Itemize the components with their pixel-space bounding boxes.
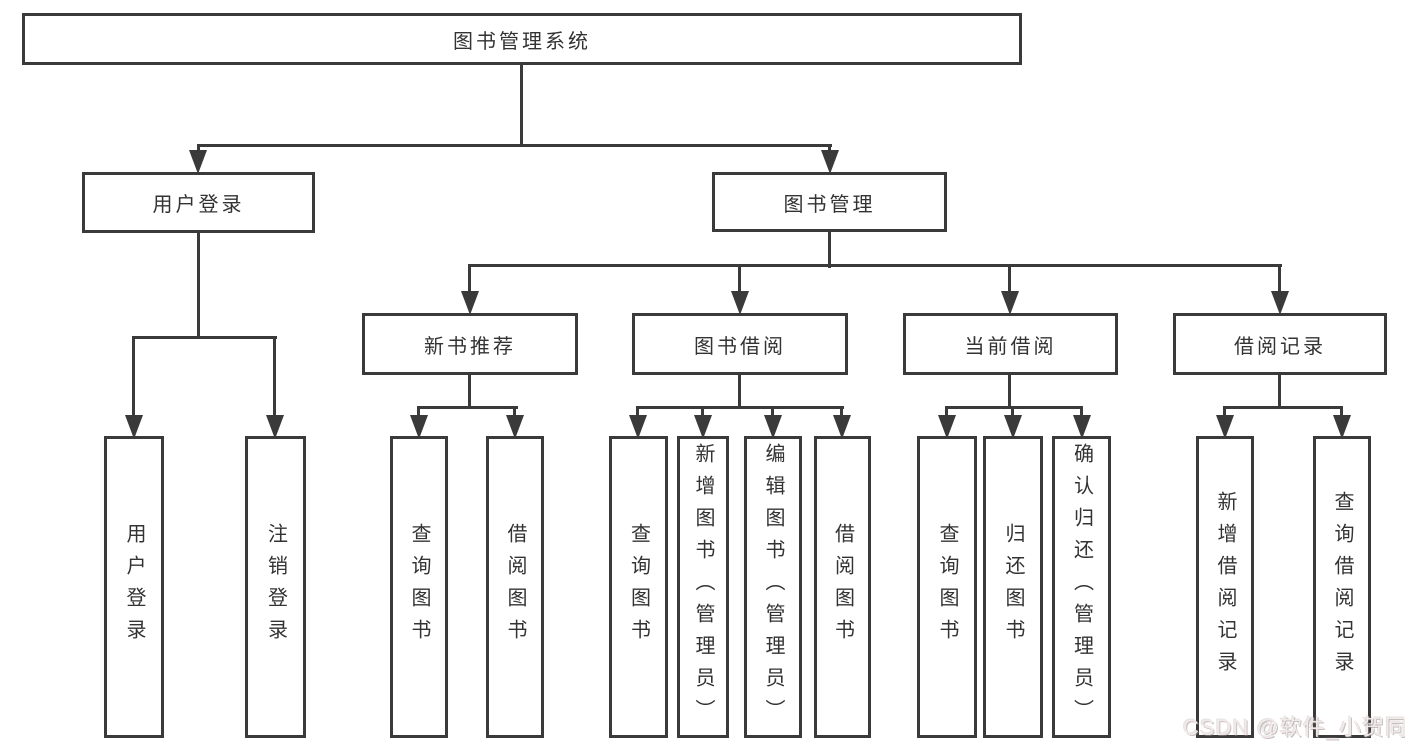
connector-line [738, 375, 741, 409]
root-node-book-management-system: 图书管理系统 [22, 13, 1022, 65]
node-label: 用户登录 [123, 523, 145, 651]
connector-line [1340, 406, 1343, 420]
connector-line [468, 375, 471, 409]
connector-line [828, 232, 831, 268]
connector-line [468, 264, 471, 296]
connector-line [771, 406, 774, 420]
connector-line [132, 336, 277, 339]
arrow-down-icon [506, 415, 524, 439]
arrow-down-icon [694, 415, 712, 439]
connector-line [417, 406, 420, 420]
connector-line [636, 406, 639, 420]
connector-line [1223, 406, 1343, 409]
arrow-down-icon [764, 415, 782, 439]
arrow-down-icon [461, 291, 479, 315]
node-label: 注销登录 [264, 523, 287, 651]
leaf-node-confirm-return-admin: 确认归还（管理员） [1052, 436, 1111, 738]
connector-line [945, 406, 1083, 409]
node-label: 新增借阅记录 [1214, 491, 1236, 683]
leaf-node-return-books: 归还图书 [983, 436, 1043, 738]
connector-line [1008, 375, 1011, 409]
csdn-watermark: CSDN @软件_小贺同学 [1183, 715, 1405, 740]
leaf-node-query-books: 查询图书 [917, 436, 977, 738]
node-label: 查询图书 [408, 523, 430, 651]
leaf-node-query-books: 查询图书 [609, 436, 668, 738]
node-new-book-recommendation: 新书推荐 [362, 313, 578, 375]
connector-line [520, 65, 523, 147]
node-label: 借阅图书 [504, 523, 526, 651]
node-label: 查询图书 [627, 523, 650, 651]
connector-line [417, 406, 518, 409]
arrow-down-icon [189, 150, 207, 174]
connector-line [1278, 375, 1281, 409]
connector-line [273, 336, 276, 420]
arrow-down-icon [1004, 415, 1022, 439]
node-borrowing-records: 借阅记录 [1173, 313, 1387, 375]
node-label: 图书管理 [783, 193, 876, 216]
arrow-down-icon [833, 415, 851, 439]
node-label: 查询图书 [936, 523, 958, 651]
node-label: 查询借阅记录 [1331, 491, 1353, 683]
connector-line [1223, 406, 1226, 420]
leaf-node-user-login: 用户登录 [104, 436, 164, 738]
connector-line [738, 264, 741, 296]
connector-line [132, 336, 135, 420]
node-label: 借阅图书 [831, 523, 854, 651]
leaf-node-add-borrow-record: 新增借阅记录 [1196, 436, 1254, 738]
arrow-down-icon [1216, 415, 1234, 439]
node-book-borrowing: 图书借阅 [632, 313, 848, 375]
node-label: 编辑图书（管理员） [762, 443, 784, 731]
arrow-down-icon [629, 415, 647, 439]
connector-line [468, 264, 1282, 267]
leaf-node-logout: 注销登录 [245, 436, 306, 738]
connector-line [1011, 406, 1014, 420]
leaf-node-query-books: 查询图书 [390, 436, 448, 738]
arrow-down-icon [1271, 291, 1289, 315]
connector-line [636, 406, 844, 409]
node-label: 图书管理系统 [453, 30, 591, 53]
connector-line [840, 406, 843, 420]
arrow-down-icon [1073, 415, 1091, 439]
arrow-down-icon [731, 291, 749, 315]
leaf-node-edit-books-admin: 编辑图书（管理员） [744, 436, 802, 738]
arrow-down-icon [125, 415, 143, 439]
leaf-node-borrow-books: 借阅图书 [814, 436, 871, 738]
connector-line [197, 233, 200, 339]
connector-line [701, 406, 704, 420]
arrow-down-icon [410, 415, 428, 439]
connector-line [945, 406, 948, 420]
node-book-management: 图书管理 [712, 172, 947, 232]
node-label: 图书借阅 [694, 335, 786, 358]
node-label: 新书推荐 [424, 335, 516, 358]
arrow-down-icon [1001, 291, 1019, 315]
node-label: 借阅记录 [1234, 335, 1326, 358]
connector-line [1080, 406, 1083, 420]
connector-line [197, 144, 832, 147]
node-label: 新增图书（管理员） [692, 443, 714, 731]
connector-line [1008, 264, 1011, 296]
node-label: 用户登录 [152, 194, 245, 216]
connector-line [513, 406, 516, 420]
arrow-down-icon [1333, 415, 1351, 439]
leaf-node-add-books-admin: 新增图书（管理员） [677, 436, 729, 738]
arrow-down-icon [821, 150, 839, 174]
arrow-down-icon [938, 415, 956, 439]
arrow-down-icon [266, 415, 284, 439]
node-user-login: 用户登录 [82, 172, 315, 233]
leaf-node-query-borrow-record: 查询借阅记录 [1313, 436, 1371, 738]
node-current-borrowing: 当前借阅 [903, 313, 1118, 375]
node-label: 归还图书 [1002, 523, 1024, 651]
node-label: 当前借阅 [964, 335, 1057, 358]
connector-line [1278, 264, 1281, 296]
leaf-node-borrow-books: 借阅图书 [486, 436, 544, 738]
node-label: 确认归还（管理员） [1070, 443, 1093, 731]
